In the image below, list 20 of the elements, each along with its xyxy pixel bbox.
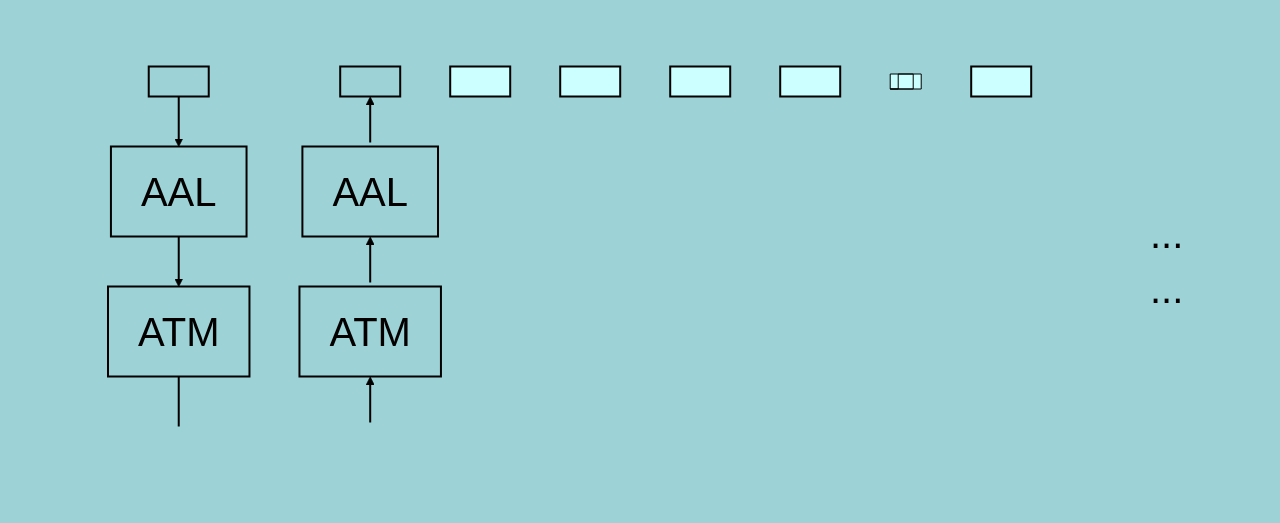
arrow [366, 376, 375, 424]
node-box [559, 65, 622, 98]
node-box: ATM [298, 285, 443, 378]
node-box [970, 65, 1033, 98]
arrow [366, 96, 375, 144]
node-box [669, 65, 732, 98]
connector [178, 375, 181, 428]
arrow [174, 235, 184, 287]
node-bar [890, 73, 923, 90]
ellipsis-text: ... [1150, 211, 1185, 257]
node-box: AAL [110, 145, 248, 238]
node-box [148, 65, 211, 98]
node-box [779, 65, 842, 98]
node-box: ATM [107, 285, 251, 378]
node-box [339, 65, 402, 98]
arrow [366, 236, 375, 284]
ellipsis-text: ... [1150, 266, 1185, 312]
node-box [449, 65, 512, 98]
arrow [174, 95, 184, 147]
node-box: AAL [301, 145, 440, 238]
